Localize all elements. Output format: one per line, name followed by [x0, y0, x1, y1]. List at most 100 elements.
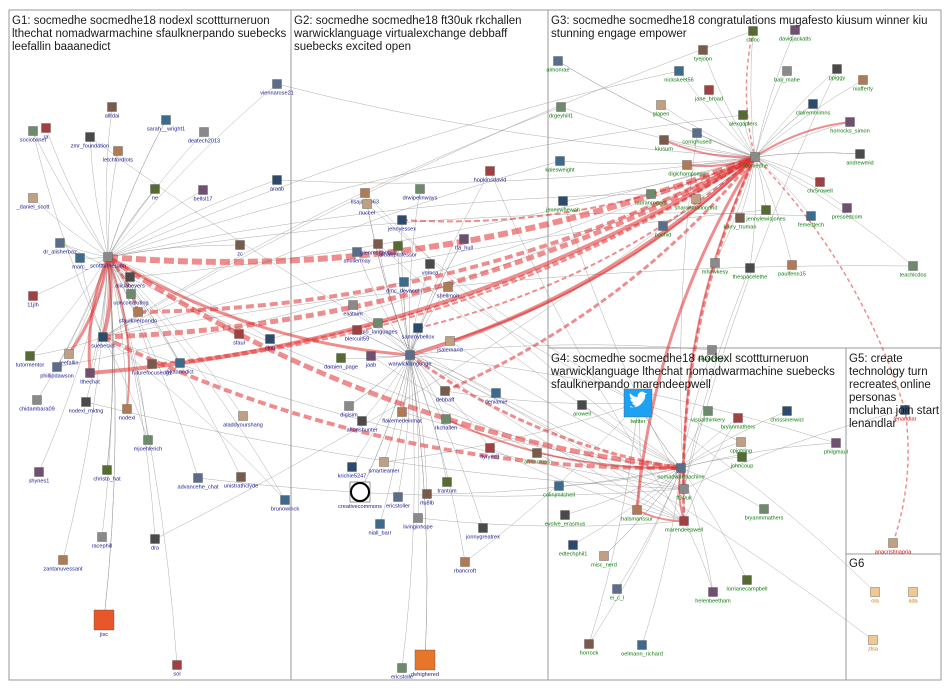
node-sharonmallonphd[interactable]: sharonmallonphd: [675, 194, 718, 212]
node-annacross[interactable]: annacross: [524, 448, 550, 466]
node-_daniel_scott[interactable]: _daniel_scott: [16, 193, 50, 211]
node-rkchallen[interactable]: rkchallen: [435, 414, 457, 432]
node-ne[interactable]: ne: [150, 184, 160, 202]
node-kalesweight[interactable]: kalesweight: [545, 156, 575, 174]
node-corrighused[interactable]: corrighused: [682, 128, 712, 146]
node-aliciabeyers[interactable]: aliciabeyers: [115, 272, 145, 290]
node-paulfenn15[interactable]: paulfenn15: [778, 260, 806, 278]
node-ra[interactable]: ra: [41, 123, 51, 141]
node-nuccel[interactable]: nuccel: [359, 199, 375, 217]
node-jennyessex[interactable]: jennyessex: [387, 215, 416, 233]
node-colinjmitchell[interactable]: colinjmitchell: [543, 481, 575, 499]
node-vnmca[interactable]: vnmca: [422, 259, 439, 277]
node-warwicklanguage[interactable]: warwicklanguage: [388, 350, 432, 368]
node-deniamie[interactable]: deniamie: [485, 388, 508, 406]
node-rtu8lb[interactable]: rtu8lb: [420, 489, 434, 507]
node-zmr_foundation[interactable]: zmr_foundation: [71, 132, 110, 150]
node-jaab[interactable]: jaab: [365, 351, 377, 369]
node-sfaulknerpando[interactable]: sfaulknerpando: [119, 307, 157, 325]
node-aladdyourshang[interactable]: aladdyourshang: [223, 411, 263, 429]
node-horrock[interactable]: horrock: [580, 639, 599, 657]
node-jennylewisjones[interactable]: jennylewisjones: [745, 205, 786, 223]
node-horrocks_simon[interactable]: horrocks_simon: [830, 117, 870, 135]
node-dr_alisherbaz[interactable]: dr_alisherbaz: [43, 238, 77, 256]
node-uoncomputing[interactable]: uoncomputing: [113, 289, 149, 307]
node-jane_broad[interactable]: jane_broad: [694, 85, 723, 103]
node-jennywhewah[interactable]: jennywhewah: [545, 196, 580, 214]
node-scottturneruon[interactable]: scottturneruon: [90, 252, 126, 270]
node-sammybellox[interactable]: sammybellox: [402, 323, 435, 341]
node-rbancroft[interactable]: rbancroft: [454, 557, 477, 575]
node-sociotxinet[interactable]: sociotxinet: [20, 126, 47, 144]
node-brunowinck[interactable]: brunowinck: [271, 495, 299, 513]
node-evolve_erasmus[interactable]: evolve_erasmus: [545, 510, 586, 528]
node-suebecks[interactable]: suebecks: [91, 332, 115, 350]
node-bryanmmathers[interactable]: bryanmmathers: [745, 504, 784, 522]
node-ei_c_l[interactable]: ei_c_l: [610, 584, 625, 602]
node-misc_nerd[interactable]: misc_nerd: [591, 551, 617, 569]
node-shellmon[interactable]: shellmon: [437, 282, 459, 300]
node-amillermay[interactable]: amillermay: [343, 247, 371, 265]
node-bryanmathers[interactable]: bryanmathers: [721, 413, 755, 431]
node-zc[interactable]: zc: [235, 240, 245, 258]
node-11jlh[interactable]: 11jlh: [27, 291, 39, 309]
node-zantanuvessant[interactable]: zantanuvessant: [43, 555, 83, 573]
node-jisc[interactable]: jisc: [93, 609, 115, 638]
node-ahonshunter[interactable]: ahonshunter: [346, 416, 378, 434]
node-anacristinapria[interactable]: anacristinapria: [875, 538, 912, 556]
node-sol[interactable]: sol: [172, 660, 182, 678]
node-letchfordlots[interactable]: letchfordlots: [103, 146, 133, 164]
node-edtechphil1[interactable]: edtechphil1: [559, 540, 588, 558]
node-flyryed1[interactable]: flyryed1: [480, 443, 500, 461]
node-helenbeetham[interactable]: helenbeetham: [695, 587, 731, 605]
node-dehighered[interactable]: dehighered: [411, 649, 439, 678]
node-phillipdawson[interactable]: phillipdawson: [40, 362, 74, 380]
node-ppiggy[interactable]: ppiggy: [829, 64, 846, 82]
node-ericstolle[interactable]: ericstolle: [391, 663, 413, 681]
node-blercuit59[interactable]: blercuit59: [345, 325, 369, 343]
node-araab[interactable]: araab: [270, 175, 284, 193]
node-smartieamer[interactable]: smartieamer: [368, 457, 400, 475]
node-alexgaplers[interactable]: alexgaplers: [729, 110, 758, 128]
node-visualthinkery[interactable]: visualthinkery: [691, 406, 725, 424]
node-jsalemand[interactable]: jsalemand: [436, 336, 463, 354]
node-marendeepwell[interactable]: marendeepwell: [665, 516, 703, 534]
node-ft30uk[interactable]: ft30uk: [676, 484, 692, 502]
node-lauranrogers[interactable]: lauranrogers: [635, 189, 667, 207]
node-davidjackatls[interactable]: davidjackatls: [779, 25, 811, 43]
node-nodexl_mktng[interactable]: nodexl_mktng: [69, 397, 104, 415]
node-teachlcdos[interactable]: teachlcdos: [900, 261, 927, 279]
node-lorrianecampbell[interactable]: lorrianecampbell: [726, 575, 768, 593]
node-sfaul[interactable]: sfaul: [233, 329, 245, 347]
node-damien_page[interactable]: damien_page: [324, 353, 358, 371]
node-baaanedict[interactable]: baaanedict: [166, 358, 194, 376]
node-nomadwarmachine[interactable]: nomadwarmachine: [657, 463, 705, 481]
node-bellsl17[interactable]: bellsl17: [194, 185, 213, 203]
node-shynes1[interactable]: shynes1: [29, 467, 50, 485]
node-sulo_languages[interactable]: sulo_languages: [358, 318, 398, 336]
node-zlsa[interactable]: zlsa: [868, 635, 879, 653]
node-ada[interactable]: ada: [908, 587, 919, 605]
node-johncoup[interactable]: johncoup: [730, 452, 754, 470]
node-drgeyhill1[interactable]: drgeyhill1: [549, 102, 573, 120]
node-digichampsmig[interactable]: digichampsmig: [668, 160, 706, 178]
node-chidambara09[interactable]: chidambara09: [19, 395, 55, 413]
node-ericstoller[interactable]: ericstoller: [386, 492, 410, 510]
node-oelmann_richard[interactable]: oelmann_richard: [621, 640, 663, 658]
node-dmc_devacchi[interactable]: dmc_devacchi: [386, 277, 422, 295]
node-debbaff[interactable]: debbaff: [436, 386, 455, 404]
node-drwipelinways[interactable]: drwipelinways: [403, 184, 438, 202]
node-thespacelethe[interactable]: thespacelethe: [733, 263, 768, 281]
node-krichie5247[interactable]: krichie5247: [338, 462, 367, 480]
node-jonnygreatrex[interactable]: jonnygreatrex: [465, 523, 500, 541]
node-advancehe_chat[interactable]: advancehe_chat: [177, 473, 219, 491]
node-racephill[interactable]: racephill: [92, 532, 113, 550]
node-niafferty[interactable]: niafferty: [853, 75, 873, 93]
node-christo_hat[interactable]: christo_hat: [93, 465, 121, 483]
node-tfa_hull[interactable]: tfa_hull: [455, 234, 473, 252]
node-arowell[interactable]: arowell: [573, 400, 591, 418]
node-marc_[interactable]: marc_: [72, 253, 89, 271]
node-flakemedeinmat[interactable]: flakemedeinmat: [382, 407, 422, 425]
node-andrewmid[interactable]: andrewmid: [846, 149, 874, 167]
node-nodexl[interactable]: nodexl: [119, 404, 135, 422]
